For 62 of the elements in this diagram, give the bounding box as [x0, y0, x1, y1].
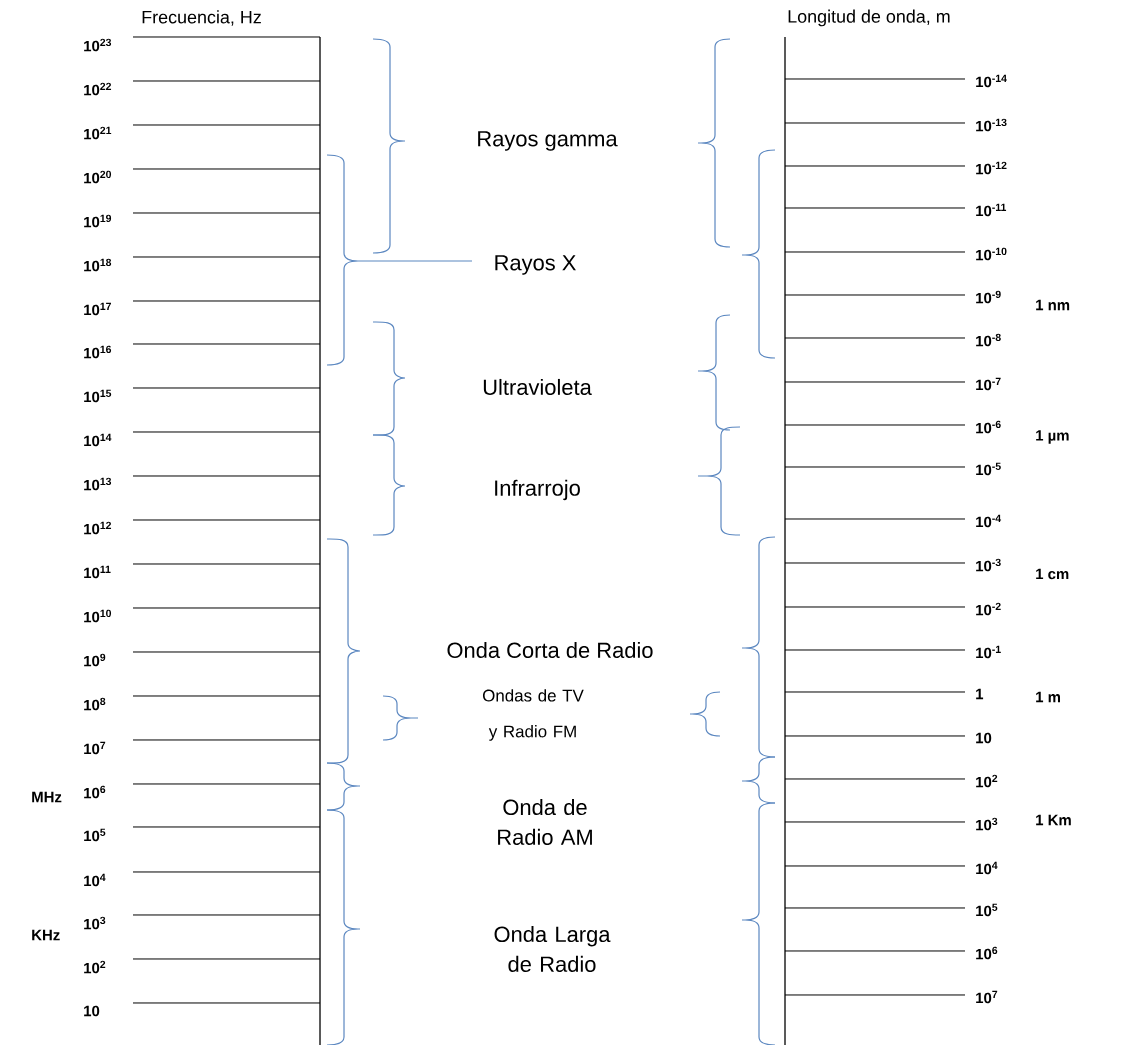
tick-label: 10$^{2}$ [84, 960, 106, 974]
tick-label: 10$^{21}$ [84, 126, 112, 140]
band-label: Ultravioleta [483, 378, 592, 396]
tick-label: 10$^{12}$ [84, 521, 112, 535]
band-label: Rayos X [495, 255, 576, 275]
tick-label: 10$^{16}$ [84, 345, 112, 359]
band-label: Rayos gamma [478, 131, 618, 151]
tick-label: 10$^{4}$ [976, 861, 998, 875]
unit-label: 1 Km [1036, 814, 1071, 826]
band-label: Onda de Radio AM [498, 799, 592, 845]
tick-label: 1 [976, 688, 984, 700]
tick-label: 10 [976, 732, 992, 744]
unit-label: 1 µm [1036, 430, 1069, 444]
tick-label: 10$^{3}$ [976, 817, 998, 831]
tick-label: 10$^{-11}$ [976, 203, 1007, 217]
tick-label: 10$^{8}$ [84, 697, 106, 711]
band-label: Onda Larga de Radio [494, 926, 611, 972]
tick-label: 10$^{3}$ [84, 916, 106, 930]
tick-label: 10$^{-14}$ [976, 74, 1007, 88]
tick-label: 10$^{9}$ [84, 653, 106, 667]
tick-label: 10$^{5}$ [976, 903, 998, 917]
tick-label: 10$^{22}$ [84, 82, 112, 96]
tick-label: 10$^{5}$ [84, 828, 106, 842]
tick-label: 10$^{11}$ [84, 565, 111, 579]
tick-label: 10$^{-2}$ [976, 602, 1001, 616]
tick-label: 10$^{-7}$ [976, 377, 1001, 391]
tick-label: 10$^{-5}$ [976, 462, 1001, 476]
unit-label: 1 cm [1036, 568, 1069, 580]
tick-label: 10$^{14}$ [84, 433, 112, 447]
tick-label: 10$^{-13}$ [976, 118, 1007, 132]
tick-label: 10$^{-3}$ [976, 558, 1001, 572]
tick-label: 10$^{7}$ [84, 741, 106, 755]
tick-label: 10$^{19}$ [84, 214, 112, 228]
tick-label: 10 [84, 1005, 100, 1017]
tick-label: 10$^{13}$ [84, 477, 112, 491]
tick-label: 10$^{20}$ [84, 170, 112, 184]
tick-label: 10$^{18}$ [84, 258, 112, 272]
band-label: Onda Corta de Radio [447, 641, 653, 659]
tick-label: 10$^{2}$ [976, 774, 998, 788]
axis-title: Longitud de onda, m [788, 9, 950, 27]
tick-label: 10$^{17}$ [84, 302, 111, 316]
tick-label: 10$^{-8}$ [976, 333, 1001, 347]
unit-label: 1 nm [1036, 299, 1070, 311]
unit-label: MHz [32, 791, 62, 803]
tick-label: 10$^{-10}$ [976, 247, 1007, 261]
tick-label: 10$^{10}$ [84, 609, 112, 623]
unit-label: 1 m [1036, 691, 1060, 703]
tick-label: 10$^{-12}$ [976, 161, 1007, 175]
tick-label: 10$^{7}$ [976, 990, 998, 1004]
tick-label: 10$^{-6}$ [976, 420, 1001, 434]
tick-label: 10$^{6}$ [976, 946, 998, 960]
tick-label: 10$^{15}$ [84, 389, 112, 403]
unit-label: KHz [32, 929, 60, 941]
tick-label: 10$^{23}$ [84, 38, 112, 52]
tick-label: 10$^{4}$ [84, 873, 106, 887]
band-label: Infrarrojo [495, 479, 580, 501]
axis-title: Frecuencia, Hz [142, 10, 261, 26]
tick-label: 10$^{-4}$ [976, 514, 1002, 528]
tick-label: 10$^{-1}$ [976, 645, 1001, 659]
band-label: Ondas de TV y Radio FM [482, 689, 584, 741]
tick-label: 10$^{-9}$ [976, 290, 1001, 304]
tick-label: 10$^{6}$ [84, 785, 106, 799]
